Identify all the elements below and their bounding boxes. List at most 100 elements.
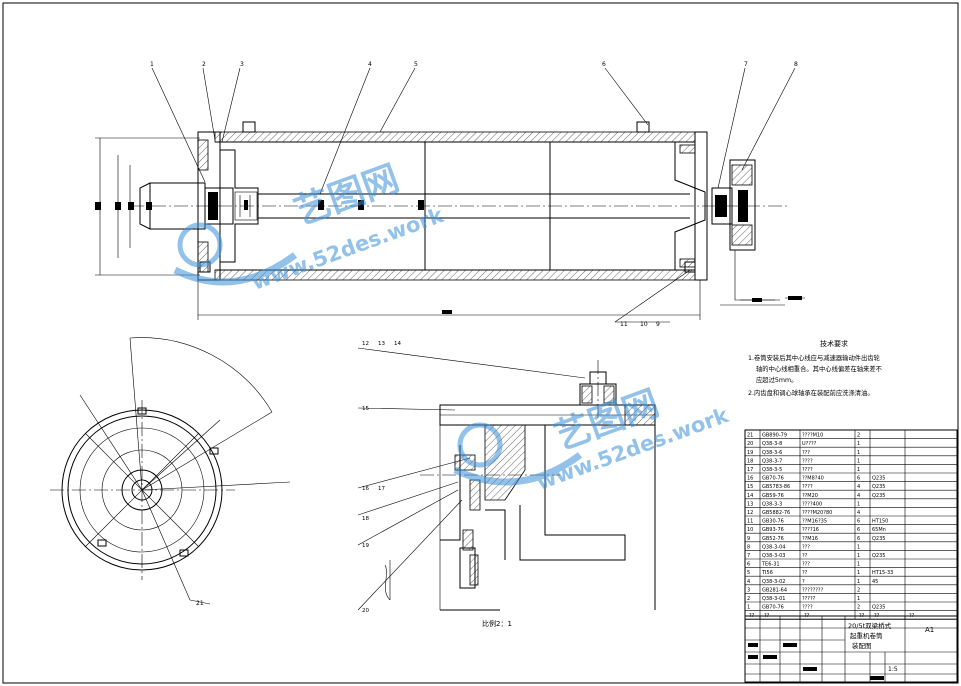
bom-cell-mat: Q235 <box>872 605 885 611</box>
bom-cell-code: Q38-3-01 <box>762 596 785 602</box>
bom-cell-code: Q38-3-7 <box>762 458 782 464</box>
bom-cell-qty: 6 <box>857 476 860 482</box>
main-view-leaders <box>151 67 796 323</box>
bom-cell-qty: 2 <box>857 587 860 593</box>
bom-cell-name: ?? <box>802 570 808 576</box>
scale-note: 比例2：1 <box>482 619 512 628</box>
bom-cell-qty: 2 <box>857 605 860 611</box>
bom-cell-code: GB890-79 <box>762 433 787 439</box>
bom-cell-no: 5 <box>747 570 750 576</box>
bom-cell-no: 17 <box>747 467 753 473</box>
technical-requirements: 技术要求 1.卷筒安装后其中心线应与减速器输动件出齿轮 轴的中心线相重合。其中心… <box>748 339 883 397</box>
bom-cell-name: ??M20 <box>802 493 818 499</box>
bom-cell-name: ????400 <box>802 501 822 507</box>
bom-cell-no: 1 <box>747 605 750 611</box>
title-line-2: 起重机卷筒 <box>850 631 883 640</box>
tech-req-title: 技术要求 <box>820 339 848 348</box>
part-label-8: 8 <box>794 61 798 68</box>
part-label-6: 6 <box>602 61 606 68</box>
bom-cell-no: 12 <box>747 510 753 516</box>
bom-cell-name: ??M16?35 <box>802 519 827 525</box>
bom-cell-name: ??? <box>802 562 810 568</box>
detail-label-20: 20 <box>362 608 369 614</box>
bom-cell-code: TI56 <box>761 570 773 576</box>
bom-cell-no: 13 <box>747 501 753 507</box>
bom-cell-no: 4 <box>747 579 750 585</box>
bom-cell-name: U???? <box>802 441 817 447</box>
bom-cell-mat: 65Mn <box>872 527 886 533</box>
bom-cell-name: ????M20?80 <box>802 510 832 516</box>
bom-cell-mat: Q235 <box>872 493 885 499</box>
bom-cell-no: 8 <box>747 544 750 550</box>
bom-cell-code: GB70-76 <box>762 476 784 482</box>
bom-cell-qty: 2 <box>857 433 860 439</box>
bom-cell-qty: 1 <box>857 450 860 456</box>
bom-cell-code: TE6-31 <box>761 562 780 568</box>
tech-req-1b: 轴的中心线相重合。其中心线偏差在轴来差不 <box>756 364 883 373</box>
bom-cell-qty: 1 <box>857 458 860 464</box>
bom-cell-no: 2 <box>747 596 750 602</box>
bom-cell-no: 11 <box>747 519 753 525</box>
bom-cell-name: ??M16 <box>802 536 818 542</box>
detail-label-13: 13 <box>378 341 385 347</box>
bom-cell-qty: 4 <box>857 493 860 499</box>
bom-cell-qty: 4 <box>857 510 860 516</box>
bom-cell-no: 14 <box>747 493 753 499</box>
bom-cell-name: ????16 <box>802 527 819 533</box>
bom-cell-code: GB93-76 <box>762 527 784 533</box>
bom-cell-name: ?? <box>802 553 808 559</box>
bom-cell-name: ???? <box>802 605 813 611</box>
bom-cell-no: 7 <box>747 553 750 559</box>
bom-cell-code: GB281-64 <box>762 587 787 593</box>
bom-cell-code: GB70-76 <box>762 605 784 611</box>
part-label-3: 3 <box>240 61 244 68</box>
bom-cell-name: ???? <box>802 467 813 473</box>
detail-label-12: 12 <box>362 341 369 347</box>
detail-label-19: 19 <box>362 543 369 549</box>
bom-cell-name: ????M10 <box>802 433 823 439</box>
drawing-scale: 1:5 <box>888 666 898 673</box>
bom-cell-qty: 6 <box>857 519 860 525</box>
part-label-11: 11 <box>620 321 628 328</box>
bom-cell-no: 18 <box>747 458 753 464</box>
main-view-balloons: 1 2 3 4 5 6 7 8 11 10 9 <box>150 61 798 328</box>
bom-cell-qty: 1 <box>857 579 860 585</box>
bom-cell-code: GB5882-76 <box>762 510 790 516</box>
detail-label-18: 18 <box>362 516 369 522</box>
bom-cell-name: ???? <box>802 484 813 490</box>
bom-cell-name: ??? <box>802 450 810 456</box>
bom-cell-code: GB5783-86 <box>762 484 790 490</box>
detail-label-16: 16 <box>362 486 369 492</box>
bom-cell-code: Q38-3-6 <box>762 450 782 456</box>
drum-section-view <box>95 121 805 320</box>
bom-cell-mat: Q235 <box>872 553 885 559</box>
bom-cell-mat: HT15-33 <box>872 570 893 576</box>
bom-cell-qty: 1 <box>857 596 860 602</box>
bom-cell-qty: 6 <box>857 536 860 542</box>
bom-cell-name: ??M8?40 <box>802 476 824 482</box>
bom-cell-no: 9 <box>747 536 750 542</box>
bom-cell-name: ??? <box>802 544 810 550</box>
bom-cell-qty: 1 <box>857 553 860 559</box>
bom-cell-no: 15 <box>747 484 753 490</box>
detail-label-17: 17 <box>378 486 385 492</box>
part-label-10: 10 <box>640 321 648 328</box>
bom-cell-code: Q38-3-3 <box>762 501 782 507</box>
bom-cell-code: Q38-3-5 <box>762 467 782 473</box>
bom-cell-qty: 1 <box>857 570 860 576</box>
tech-req-1: 1.卷筒安装后其中心线应与减速器输动件出齿轮 <box>748 353 881 362</box>
part-label-5: 5 <box>414 61 418 68</box>
part-label-4: 4 <box>368 61 372 68</box>
bom-cell-code: Q38-3-8 <box>762 441 782 447</box>
title-line-1: 20/5t双梁桥式 <box>848 621 892 630</box>
end-view-circle: 21 <box>50 337 291 607</box>
bom-cell-qty: 1 <box>857 562 860 568</box>
bom-cell-code: GB59-76 <box>762 493 784 499</box>
bom-cell-name: ???????? <box>802 587 824 593</box>
bom-cell-code: GB30-76 <box>762 519 784 525</box>
bom-cell-code: Q38-3-02 <box>762 579 785 585</box>
tech-req-1c: 应超过5mm。 <box>756 375 797 384</box>
bom-cell-qty: 4 <box>857 484 860 490</box>
